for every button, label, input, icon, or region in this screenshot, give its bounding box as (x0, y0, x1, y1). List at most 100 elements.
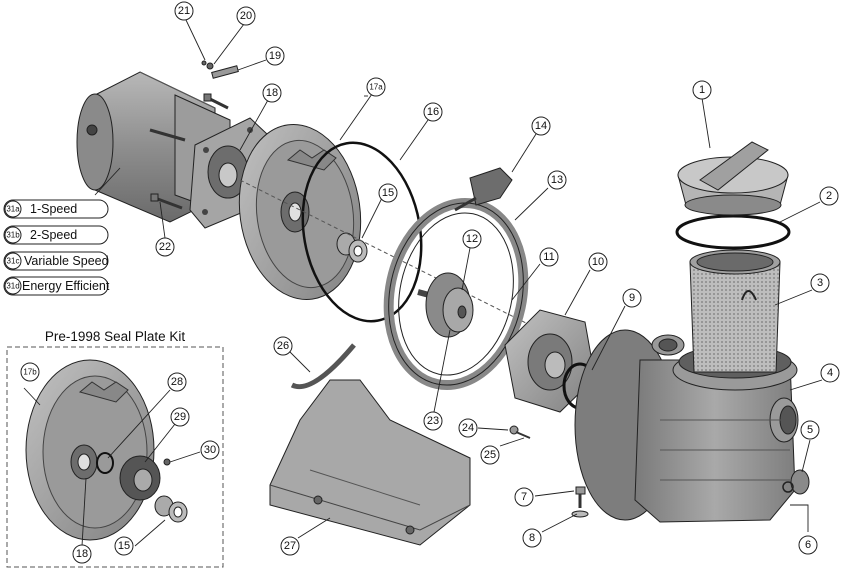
callout-19: 19 (265, 46, 285, 66)
svg-text:15: 15 (382, 187, 394, 199)
svg-text:9: 9 (629, 292, 635, 304)
svg-text:25: 25 (484, 449, 496, 461)
callout-25: 25 (480, 445, 500, 465)
svg-text:15: 15 (118, 540, 130, 552)
kit-o-ring (96, 452, 114, 474)
motor-bolt (150, 193, 183, 210)
callout-13: 13 (547, 170, 567, 190)
callout-6: 6 (798, 535, 818, 555)
callout-27: 27 (280, 536, 300, 556)
svg-text:3: 3 (817, 277, 823, 289)
svg-text:13: 13 (551, 174, 563, 186)
callout-2: 2 (819, 186, 839, 206)
kit-seal-housing (119, 455, 171, 501)
base-spacer (290, 343, 356, 390)
motor-option-variable-speed: 31c Variable Speed (3, 251, 109, 271)
diffuser-screw (509, 425, 531, 439)
motor-option-label: Variable Speed (24, 254, 109, 268)
kit-mechanical-seal (154, 495, 188, 523)
motor-option-label: 2-Speed (30, 228, 77, 242)
motor-option-code: 31a (6, 205, 20, 214)
callout-20: 20 (236, 6, 256, 26)
lid-o-ring (675, 214, 791, 250)
callout-7: 7 (514, 487, 534, 507)
callout-1: 1 (692, 80, 712, 100)
callout-22: 22 (155, 237, 175, 257)
svg-text:21: 21 (178, 5, 190, 17)
callout-28: 28 (167, 372, 187, 392)
callout-12: 12 (462, 229, 482, 249)
callout-18-kit: 18 (72, 544, 92, 564)
callout-9: 9 (622, 288, 642, 308)
mechanical-seal (336, 232, 368, 263)
motor-option-code: 31c (7, 257, 20, 266)
svg-text:26: 26 (277, 340, 289, 352)
motor-option-2-speed: 31b 2-Speed (3, 225, 109, 245)
callout-21: 21 (174, 1, 194, 21)
motor-option-1-speed: 31a 1-Speed (3, 199, 109, 219)
svg-text:6: 6 (805, 539, 811, 551)
callout-29: 29 (170, 407, 190, 427)
impeller (417, 272, 474, 338)
motor-option-label: Energy Efficient (22, 279, 110, 293)
motor-option-code: 31d (6, 282, 19, 291)
motor-option-label: 1-Speed (30, 202, 77, 216)
motor-option-code: 31b (6, 231, 20, 240)
svg-text:7: 7 (521, 491, 527, 503)
callout-17b: 17b (20, 362, 40, 382)
callout-15-kit: 15 (114, 536, 134, 556)
svg-text:1: 1 (699, 84, 705, 96)
callout-14: 14 (531, 116, 551, 136)
drain-plug (782, 469, 810, 495)
svg-text:29: 29 (174, 411, 186, 423)
svg-text:14: 14 (535, 120, 547, 132)
callout-16: 16 (423, 102, 443, 122)
callout-24: 24 (458, 418, 478, 438)
motor-options-list: 31a 1-Speed 31b 2-Speed 31c Variable Spe… (3, 199, 110, 296)
svg-text:18: 18 (76, 548, 88, 560)
callout-11: 11 (539, 247, 559, 267)
svg-text:30: 30 (204, 444, 216, 456)
callout-17a: 17a (366, 77, 386, 97)
svg-text:18: 18 (266, 87, 278, 99)
callout-3: 3 (810, 273, 830, 293)
svg-text:22: 22 (159, 241, 171, 253)
svg-text:17a: 17a (369, 83, 383, 92)
svg-text:10: 10 (592, 256, 604, 268)
callout-23: 23 (423, 411, 443, 431)
strainer-basket (689, 249, 781, 373)
svg-text:8: 8 (529, 532, 535, 544)
svg-text:12: 12 (466, 233, 478, 245)
kit-seal-plate (25, 359, 155, 541)
svg-text:4: 4 (827, 367, 833, 379)
svg-text:5: 5 (807, 424, 813, 436)
callout-5: 5 (800, 420, 820, 440)
svg-text:27: 27 (284, 540, 296, 552)
svg-text:19: 19 (269, 50, 281, 62)
callout-10: 10 (588, 252, 608, 272)
callout-4: 4 (820, 363, 840, 383)
svg-text:11: 11 (543, 251, 554, 263)
leader-lines (23, 19, 823, 547)
base-bolt (571, 486, 589, 518)
callout-8: 8 (522, 528, 542, 548)
seal-plate (238, 123, 362, 301)
callout-18: 18 (262, 83, 282, 103)
svg-text:24: 24 (462, 422, 474, 434)
callout-15: 15 (378, 183, 398, 203)
seal-plate-kit-title: Pre-1998 Seal Plate Kit (45, 329, 186, 344)
callouts: 1 2 3 4 5 6 7 8 9 10 11 12 13 14 15 16 1… (20, 1, 840, 564)
svg-text:28: 28 (171, 376, 183, 388)
diffuser (504, 309, 596, 413)
svg-text:16: 16 (427, 106, 439, 118)
strainer-lid (677, 141, 789, 216)
seal-plate-kit-box: Pre-1998 Seal Plate Kit (6, 328, 224, 568)
clamp-knob (454, 167, 513, 212)
svg-text:2: 2 (826, 190, 832, 202)
svg-text:17b: 17b (23, 368, 37, 377)
svg-text:23: 23 (427, 415, 439, 427)
faceplate-screw (203, 93, 229, 110)
callout-30: 30 (200, 440, 220, 460)
callout-26: 26 (273, 336, 293, 356)
